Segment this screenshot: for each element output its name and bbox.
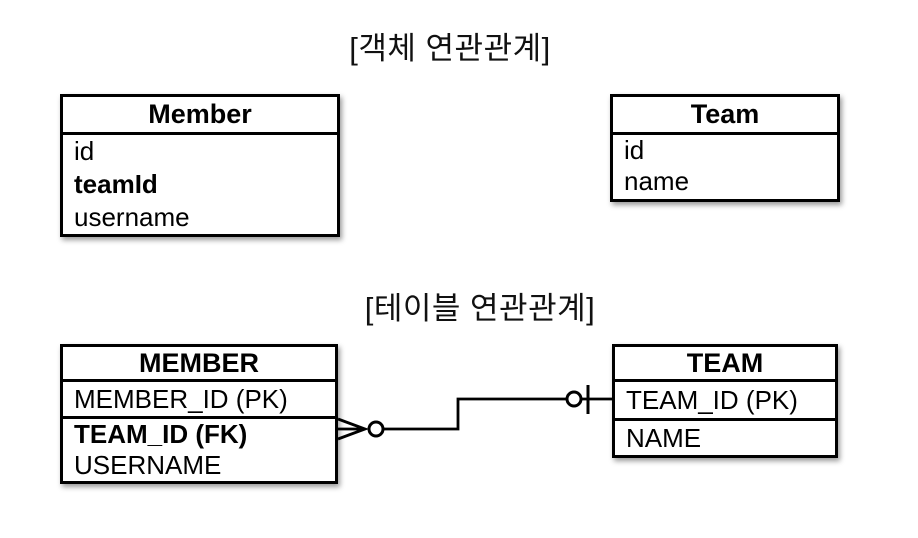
member-table-pk-row: MEMBER_ID (PK)	[63, 382, 335, 419]
team-class-header: Team	[613, 97, 837, 135]
member-class-field-id: id	[74, 136, 95, 166]
many-end-zero-circle-icon	[367, 420, 385, 438]
team-class-field-id: id	[624, 135, 645, 165]
member-table-header: MEMBER	[63, 347, 335, 382]
team-table-pk-row: TEAM_ID (PK)	[615, 382, 835, 421]
team-table-box: TEAM TEAM_ID (PK) NAME	[612, 344, 838, 458]
member-class-field-username: username	[74, 202, 190, 232]
member-table-box: MEMBER MEMBER_ID (PK) TEAM_ID (FK) USERN…	[60, 344, 338, 484]
team-table-col-name: NAME	[626, 423, 702, 453]
member-class-field-teamid: teamId	[74, 169, 158, 199]
member-table-col-username: USERNAME	[74, 450, 222, 480]
team-class-box: Team id name	[610, 94, 840, 202]
team-class-field-name: name	[624, 166, 690, 196]
member-table-col-teamid: TEAM_ID (FK)	[74, 419, 248, 449]
one-end-zero-circle-icon	[565, 390, 583, 408]
member-class-box: Member id teamId username	[60, 94, 340, 237]
team-table-header: TEAM	[615, 347, 835, 382]
object-diagram-title: [객체 연관관계]	[349, 31, 551, 66]
relationship-line	[383, 397, 567, 431]
member-class-header: Member	[63, 97, 337, 135]
table-diagram-title: [테이블 연관관계]	[364, 291, 596, 326]
crows-foot-many-icon	[337, 417, 370, 441]
